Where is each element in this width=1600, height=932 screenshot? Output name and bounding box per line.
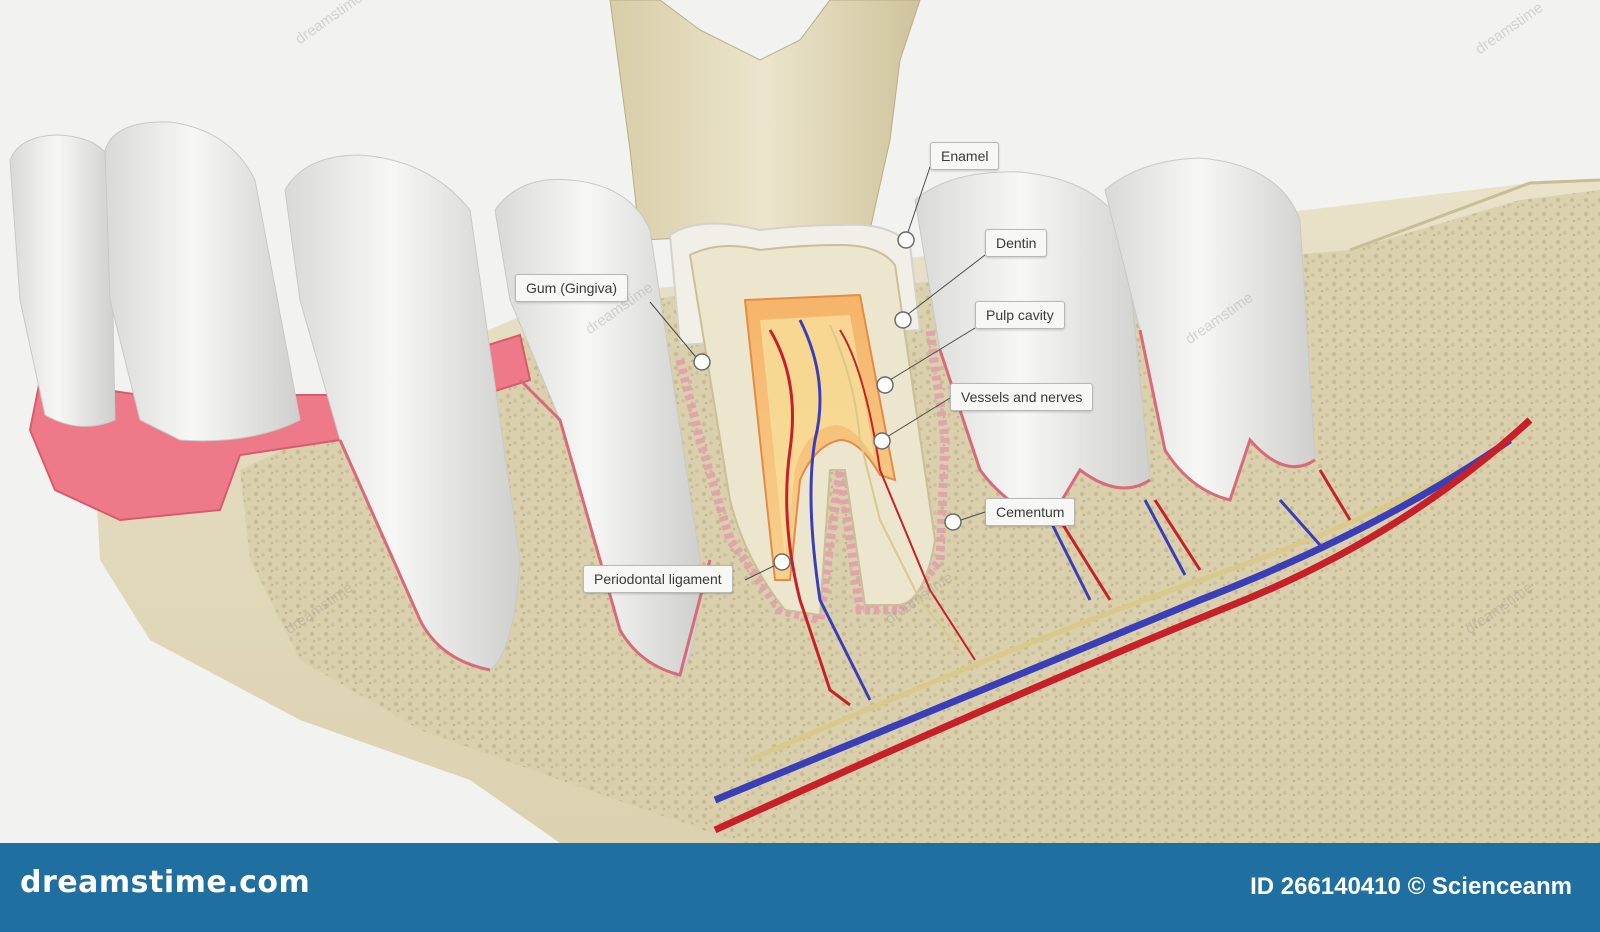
pulp-vein: [798, 319, 872, 701]
tooth: [9, 134, 116, 427]
pulp-nerve: [829, 324, 961, 651]
footer-bar: dreamstime.com ID 266140410 © Scienceanm: [0, 843, 1600, 932]
author-name: Scienceanm: [1431, 873, 1572, 900]
vessel-branch: [1143, 499, 1187, 576]
vessel-branch: [1058, 519, 1112, 601]
tooth-root-outline: [518, 378, 712, 677]
label-gum: Gum (Gingiva): [515, 274, 629, 302]
label-periodontal-ligament: Periodontal ligament: [583, 565, 733, 593]
image-credit: ID 266140410 © Scienceanm: [1250, 873, 1572, 901]
label-vessels-and-nerves: Vessels and nerves: [950, 383, 1094, 411]
pulp-artery: [768, 329, 851, 707]
label-cementum: Cementum: [985, 498, 1076, 526]
vessel-branch: [1278, 499, 1322, 546]
label-pulp-cavity: Pulp cavity: [975, 301, 1065, 329]
tooth-root-outline: [1138, 329, 1316, 502]
brand-logo: dreamstime.com: [20, 865, 311, 900]
tooth: [104, 121, 301, 442]
id-prefix: ID: [1250, 873, 1275, 900]
copyright-symbol: ©: [1407, 873, 1426, 900]
vessel-branch: [1153, 499, 1202, 571]
illustration: dreamstime dreamstime dreamstime dreamst…: [9, 0, 1600, 843]
nerve-main: [748, 447, 1502, 763]
label-dentin: Dentin: [985, 229, 1048, 257]
artery-main: [713, 417, 1533, 834]
vein-main: [713, 437, 1512, 804]
vessel-branch: [1318, 469, 1352, 521]
image-id: 266140410: [1280, 873, 1401, 900]
vessel-branch: [1048, 519, 1092, 601]
label-enamel: Enamel: [930, 142, 1000, 170]
tooth-root-outline: [338, 439, 491, 672]
periodontal-ligament: [675, 329, 950, 626]
